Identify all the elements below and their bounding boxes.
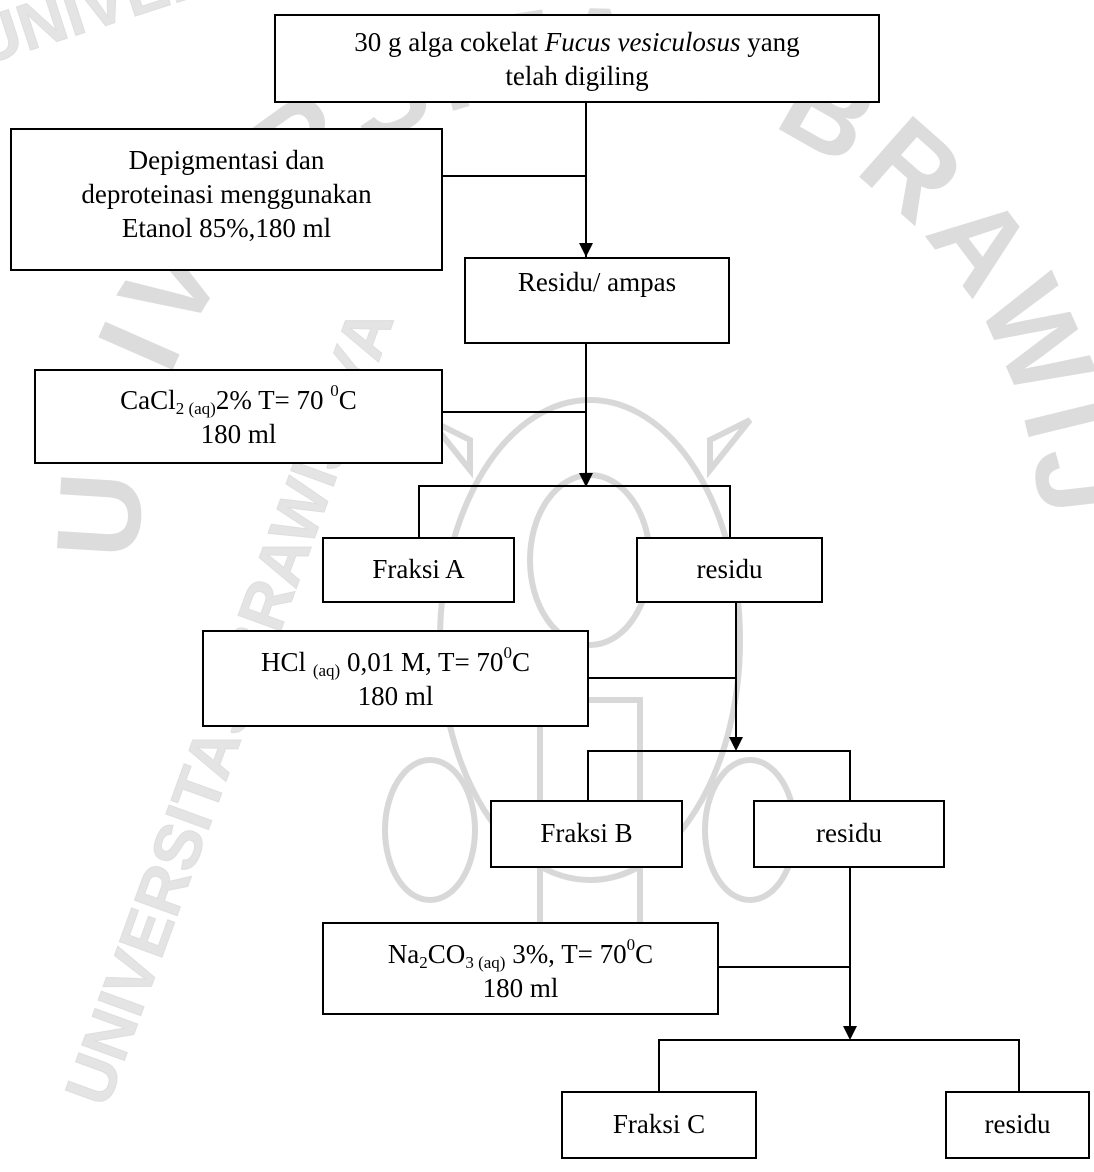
split-c-horizontal: [658, 1039, 1020, 1041]
na2co3-na-sub: 2: [419, 953, 428, 972]
cacl2-formula: CaCl: [120, 385, 176, 415]
connector-residu2-down: [849, 866, 851, 1027]
fraksi-c-label: Fraksi C: [612, 1109, 706, 1139]
residu-3-label: residu: [984, 1109, 1051, 1139]
na2co3-deg: 0: [626, 935, 636, 954]
connector-start-down: [585, 101, 587, 257]
na2co3-co: CO: [427, 939, 466, 969]
arrow-to-split-b: [729, 737, 743, 751]
cacl2-conc: 2% T= 70: [215, 385, 331, 415]
arrow-to-split-c: [843, 1026, 857, 1040]
na2co3-unit: C: [635, 939, 654, 969]
depigment-line3: Etanol 85%,180 ml: [121, 213, 332, 243]
hcl-deg: 0: [503, 643, 512, 662]
cacl2-box: CaCl2 (aq)2% T= 70 0C 180 ml: [34, 369, 443, 464]
split-a-left: [418, 485, 420, 537]
hcl-box: HCl (aq) 0,01 M, T= 700C 180 ml: [202, 630, 589, 727]
connector-hcl: [587, 677, 737, 679]
residu-1-box: residu: [636, 537, 823, 603]
fraksi-b-label: Fraksi B: [540, 818, 633, 848]
connector-depigment: [441, 175, 587, 177]
hcl-phase: (aq): [312, 661, 341, 680]
residu-ampas-label: Residu/ ampas: [517, 267, 677, 297]
start-species: Fucus vesiculosus: [544, 27, 741, 57]
start-box: 30 g alga cokelat Fucus vesiculosus yang…: [274, 14, 880, 103]
na2co3-na: Na: [387, 939, 420, 969]
start-line2: telah digiling: [505, 61, 649, 91]
cacl2-sub: 2 (aq): [175, 399, 216, 418]
connector-residu-down: [585, 342, 587, 477]
connector-cacl2: [441, 411, 587, 413]
residu-2-box: residu: [753, 800, 945, 868]
split-b-right: [849, 750, 851, 800]
split-c-right: [1018, 1039, 1020, 1091]
connector-residu1-down: [735, 601, 737, 737]
cacl2-volume: 180 ml: [200, 419, 277, 449]
na2co3-cond: 3%, T= 70: [505, 939, 627, 969]
start-line1-post: yang: [740, 27, 800, 57]
na2co3-volume: 180 ml: [482, 973, 559, 1003]
fraksi-b-box: Fraksi B: [490, 800, 683, 868]
residu-2-label: residu: [816, 818, 882, 848]
split-a-horizontal: [418, 485, 731, 487]
na2co3-co-sub: 3 (aq): [465, 953, 506, 972]
connector-na2co3: [717, 966, 851, 968]
fraksi-c-box: Fraksi C: [561, 1091, 757, 1159]
arrow-to-residu-ampas: [579, 243, 593, 257]
arrow-to-split-a: [579, 473, 593, 487]
residu-3-box: residu: [945, 1091, 1090, 1159]
split-a-right: [729, 485, 731, 537]
split-c-left: [658, 1039, 660, 1091]
hcl-formula: HCl: [261, 647, 313, 677]
start-line1-pre: 30 g alga cokelat: [354, 27, 545, 57]
depigment-line1: Depigmentasi dan: [128, 145, 325, 175]
residu-1-label: residu: [696, 554, 763, 584]
fraksi-a-label: Fraksi A: [372, 554, 465, 584]
hcl-volume: 180 ml: [357, 681, 434, 711]
cacl2-deg: 0: [330, 381, 339, 400]
fraksi-a-box: Fraksi A: [322, 537, 515, 603]
depigment-box: Depigmentasi dan deproteinasi menggunaka…: [10, 128, 443, 271]
depigment-line2: deproteinasi menggunakan: [81, 179, 372, 209]
cacl2-unit: C: [338, 385, 357, 415]
na2co3-box: Na2CO3 (aq) 3%, T= 700C 180 ml: [322, 922, 719, 1015]
hcl-cond: 0,01 M, T= 70: [340, 647, 504, 677]
split-b-left: [587, 750, 589, 800]
residu-ampas-box: Residu/ ampas: [464, 257, 730, 344]
split-b-horizontal: [587, 750, 851, 752]
hcl-unit: C: [511, 647, 530, 677]
